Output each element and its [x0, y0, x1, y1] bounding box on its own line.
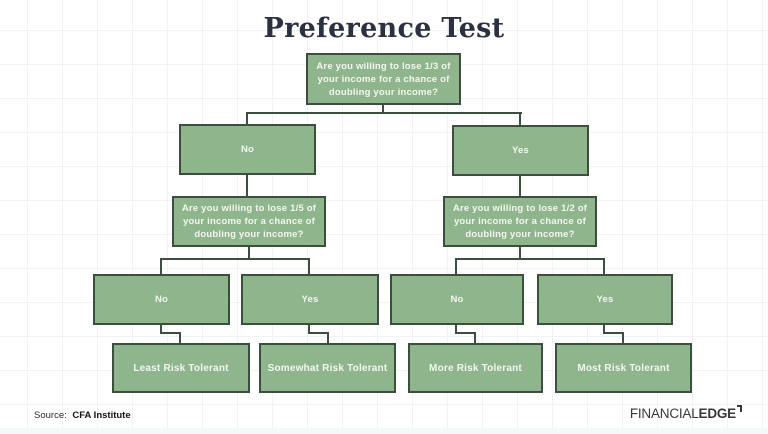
connector — [455, 323, 457, 334]
connector — [455, 258, 605, 260]
connector — [246, 112, 248, 124]
page-title: Preference Test — [263, 13, 505, 44]
source-value: CFA Institute — [72, 410, 131, 421]
node-result-more-risk-tolerant: More Risk Tolerant — [408, 343, 543, 393]
connector — [248, 245, 250, 260]
node-answer-no-left: No — [93, 274, 230, 325]
connector — [603, 332, 624, 334]
connector — [246, 112, 522, 114]
node-answer-yes-level1: Yes — [452, 125, 589, 176]
connector — [519, 112, 521, 125]
node-answer-yes-right: Yes — [537, 274, 673, 325]
connector — [160, 258, 310, 260]
connector — [382, 103, 384, 114]
connector — [519, 175, 521, 196]
node-question-lose-one-half: Are you willing to lose 1/2 of your inco… — [443, 196, 597, 247]
connector — [622, 332, 624, 343]
node-question-lose-one-third: Are you willing to lose 1/3 of your inco… — [306, 53, 461, 105]
connector — [455, 332, 476, 334]
connector — [474, 332, 476, 343]
logo-text-financial: FINANCIAL — [629, 406, 699, 421]
connector — [246, 174, 248, 196]
connector — [308, 332, 329, 334]
connector — [308, 258, 310, 274]
logo-corner-icon — [737, 405, 742, 412]
node-answer-yes-left: Yes — [241, 274, 379, 325]
node-answer-no-right: No — [390, 274, 524, 325]
connector — [160, 323, 162, 334]
connector — [179, 332, 181, 343]
connector — [327, 332, 329, 343]
connector — [603, 258, 605, 274]
node-answer-no-level1: No — [179, 124, 316, 175]
connector — [455, 258, 457, 274]
node-question-lose-one-fifth: Are you willing to lose 1/5 of your inco… — [172, 196, 326, 247]
connector — [160, 332, 181, 334]
connector — [603, 323, 605, 334]
node-result-somewhat-risk-tolerant: Somewhat Risk Tolerant — [259, 343, 396, 393]
connector — [160, 258, 162, 274]
bottom-strip — [0, 428, 768, 434]
source-credit: Source: CFA Institute — [34, 410, 131, 421]
node-result-least-risk-tolerant: Least Risk Tolerant — [112, 343, 250, 393]
source-label: Source: — [34, 410, 67, 421]
logo-text-edge: EDGE — [698, 406, 737, 421]
financial-edge-logo: FINANCIAL EDGE — [629, 405, 742, 421]
connector — [308, 323, 310, 334]
node-result-most-risk-tolerant: Most Risk Tolerant — [555, 343, 692, 393]
connector — [519, 245, 521, 260]
